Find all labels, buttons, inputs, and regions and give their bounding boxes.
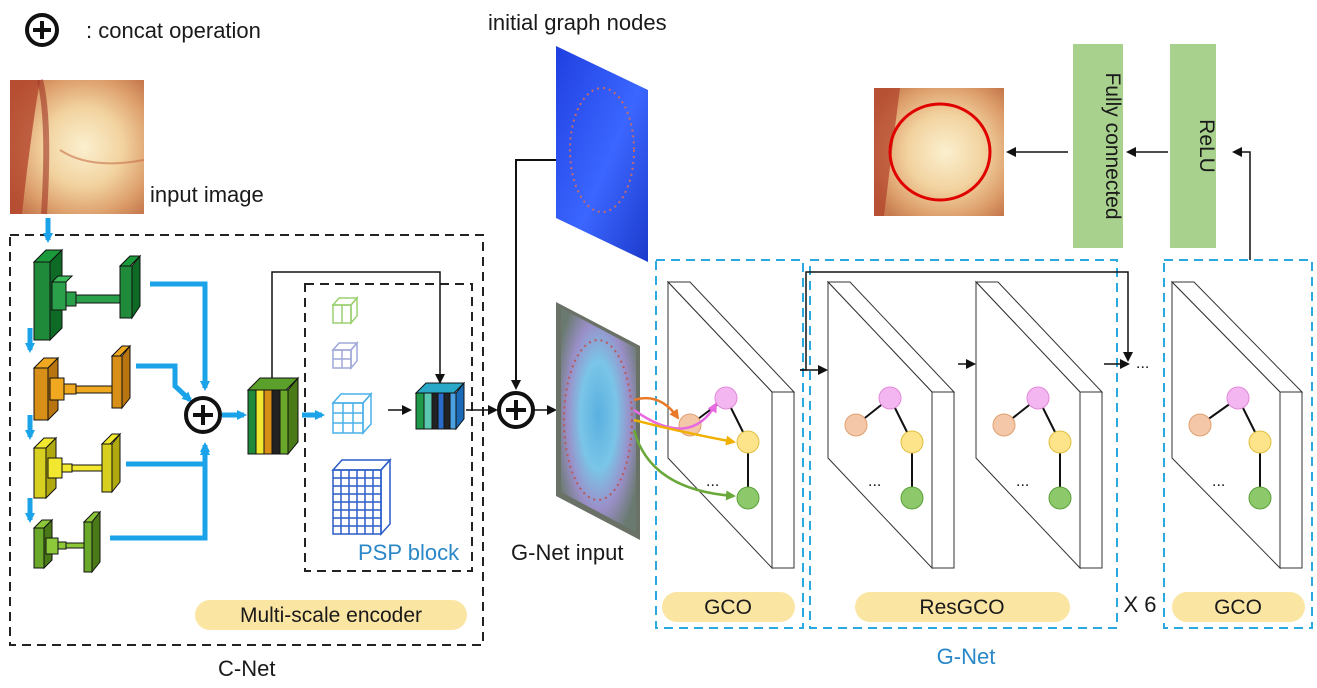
encoder-block-4	[32, 510, 102, 574]
initial-graph-nodes-plane	[556, 46, 648, 262]
concat-legend: : concat operation	[25, 13, 261, 47]
psp-block-label: PSP block	[358, 540, 460, 565]
multi-scale-encoder-label: Multi-scale encoder	[240, 604, 422, 627]
g-net-label: G-Net	[937, 644, 996, 669]
relu-box	[1170, 44, 1216, 248]
initial-graph-nodes-label: initial graph nodes	[488, 10, 667, 35]
graph-nodes-4: ...	[1188, 386, 1272, 510]
concatenated-features	[246, 376, 300, 456]
graph-ellipsis-3: ...	[1016, 473, 1029, 490]
layer-arrows	[800, 147, 1251, 375]
psp-block-box	[304, 283, 473, 572]
fully-connected-box	[1073, 44, 1123, 248]
graph-nodes-3: ...	[992, 386, 1072, 510]
psp-output-features	[388, 381, 466, 431]
input-image-label: input image	[150, 182, 264, 207]
gco-label-1: GCO	[704, 596, 752, 619]
input-to-node-arrows	[632, 396, 736, 501]
gco-pill-1	[662, 592, 795, 622]
encoder-skip-arrows	[110, 281, 325, 541]
graph-ellipsis-4: ...	[1212, 473, 1225, 490]
gco-box-2	[1163, 259, 1313, 629]
concat-node-1	[184, 396, 222, 434]
relu-label: ReLU	[1195, 119, 1218, 173]
graph-nodes-arrow	[511, 159, 556, 390]
g-net-input-plane	[556, 302, 640, 540]
resgco-label: ResGCO	[919, 596, 1004, 619]
graph-ellipsis-2: ...	[868, 473, 881, 490]
gco-label-2: GCO	[1214, 596, 1262, 619]
concat-legend-label: : concat operation	[86, 18, 261, 43]
resgco-pill	[855, 592, 1070, 622]
graph-nodes-1: ...	[678, 386, 760, 510]
resgco-box	[809, 259, 1118, 629]
c-net-label: C-Net	[218, 656, 275, 681]
fully-connected-label: Fully connected	[1101, 72, 1124, 219]
repeat-label: X 6	[1123, 592, 1156, 617]
encoder-down-arrows	[25, 218, 53, 523]
input-image	[10, 79, 145, 215]
graph-ellipsis-1: ...	[706, 473, 719, 490]
output-image	[874, 88, 1004, 216]
g-net-input-label: G-Net input	[511, 540, 624, 565]
multi-scale-encoder-pill	[195, 600, 467, 630]
gco-box-1	[655, 259, 804, 629]
encoder-block-2	[32, 344, 132, 422]
encoder-block-1	[32, 248, 142, 342]
gco-pill-2	[1172, 592, 1305, 622]
layer-ellipsis: ...	[1136, 355, 1149, 372]
c-net-box	[9, 234, 484, 646]
graph-nodes-2: ...	[844, 386, 924, 510]
psp-cubes	[331, 295, 392, 536]
concat-node-2	[497, 391, 535, 429]
psp-skip-arrow	[271, 271, 445, 384]
encoder-block-3	[32, 432, 122, 500]
